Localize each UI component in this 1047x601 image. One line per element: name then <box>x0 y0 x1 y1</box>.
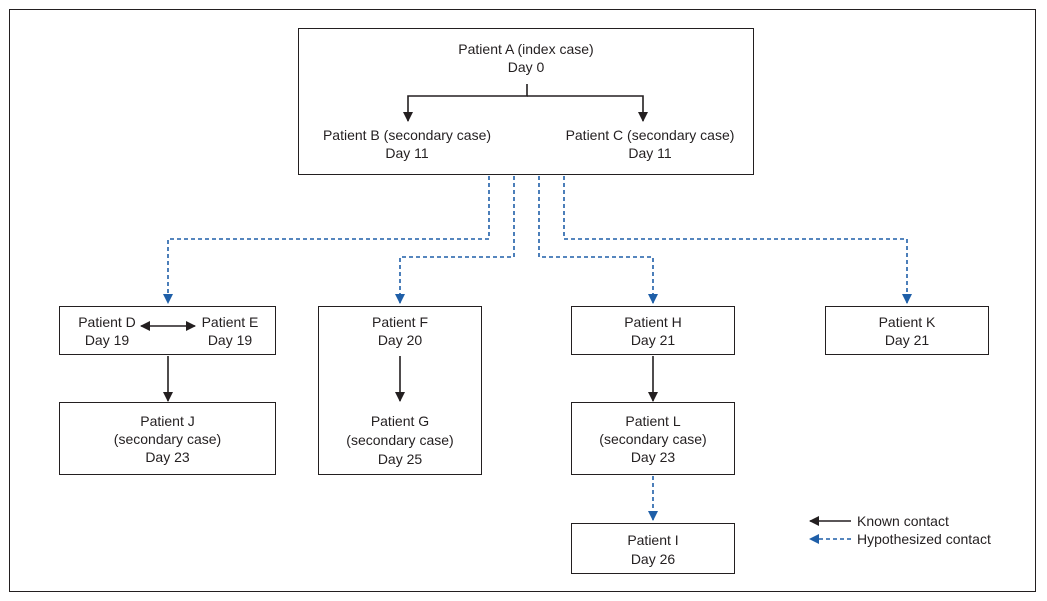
patient-g-day: Day 25 <box>377 451 423 467</box>
legend-known-label: Known contact <box>857 513 949 529</box>
hypothesized-contact-to-f <box>395 176 515 304</box>
box-patient-d-e <box>59 306 276 355</box>
patient-l-role: (secondary case) <box>599 431 707 447</box>
patient-a-day: Day 0 <box>507 59 545 75</box>
hypothesized-contact-to-h <box>538 176 658 304</box>
patient-f-name: Patient F <box>371 314 429 330</box>
patient-a-name: Patient A (index case) <box>458 41 594 57</box>
box-patient-h <box>571 306 735 355</box>
patient-c-day: Day 11 <box>628 145 672 161</box>
box-patient-l <box>571 402 735 475</box>
patient-i-name: Patient I <box>627 532 679 548</box>
patient-d-name: Patient D <box>78 314 136 330</box>
patient-c-name: Patient C (secondary case) <box>565 127 735 143</box>
legend-hypothesized-label: Hypothesized contact <box>857 531 991 547</box>
patient-l-name: Patient L <box>625 413 681 429</box>
patient-d-day: Day 19 <box>84 332 130 348</box>
patient-f-day: Day 20 <box>377 332 423 348</box>
patient-h-day: Day 21 <box>630 332 676 348</box>
box-patient-i <box>571 523 735 574</box>
box-patient-k <box>825 306 989 355</box>
patient-j-day: Day 23 <box>145 449 190 465</box>
hypothesized-contact-to-d <box>163 176 490 304</box>
patient-e-day: Day 19 <box>207 332 253 348</box>
patient-e-name: Patient E <box>201 314 259 330</box>
box-patient-j <box>59 402 276 475</box>
patient-g-name: Patient G <box>370 413 430 429</box>
patient-g-role: (secondary case) <box>346 432 454 448</box>
patient-i-day: Day 26 <box>630 551 676 567</box>
patient-l-day: Day 23 <box>630 449 676 465</box>
figure-frame <box>9 9 1036 592</box>
patient-h-name: Patient H <box>624 314 682 330</box>
box-patient-a-b-c <box>298 28 754 175</box>
known-contact-a-to-c <box>527 95 648 122</box>
patient-j-name: Patient J <box>140 413 195 429</box>
patient-b-name: Patient B (secondary case) <box>322 127 492 143</box>
patient-b-day: Day 11 <box>385 145 429 161</box>
patient-k-day: Day 21 <box>884 332 930 348</box>
box-patient-f-g <box>318 306 482 475</box>
known-contact-a-to-b-c <box>403 84 528 122</box>
patient-j-role: (secondary case) <box>113 431 222 447</box>
hypothesized-contact-to-k <box>563 176 912 304</box>
patient-k-name: Patient K <box>878 314 936 330</box>
